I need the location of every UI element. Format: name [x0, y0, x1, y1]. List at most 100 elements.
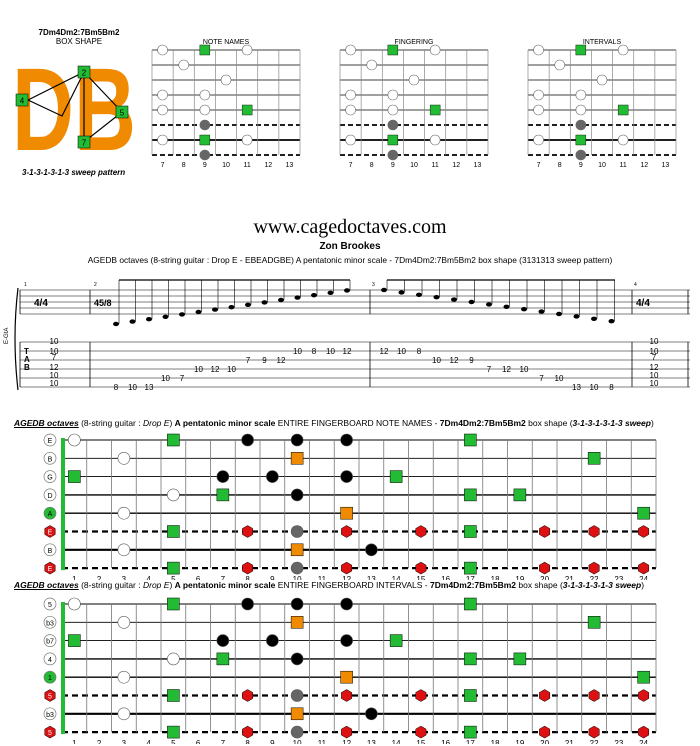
- scale-marker: [513, 652, 527, 666]
- scale-marker: [290, 597, 304, 611]
- mini-fret-number: 11: [244, 162, 251, 169]
- note-head: [245, 302, 251, 307]
- note-head: [212, 307, 218, 312]
- author: Zon Brookes: [319, 241, 381, 252]
- tab-number: 10: [650, 379, 659, 388]
- nut: [61, 602, 65, 735]
- fret-number: 11: [318, 739, 327, 744]
- scale-marker: [242, 725, 254, 739]
- scale-marker: [340, 433, 353, 447]
- tab-number: 8: [417, 347, 422, 356]
- mini-marker: [199, 134, 211, 146]
- tab-number: 10: [50, 337, 59, 346]
- caption-end: ): [641, 580, 645, 590]
- open-string-text: 4: [48, 657, 52, 664]
- scale-marker: [266, 470, 279, 483]
- fret-number: 12: [342, 575, 351, 580]
- fret-number: 17: [466, 739, 475, 744]
- note-head: [468, 299, 475, 305]
- svg-text:5: 5: [120, 109, 125, 118]
- scale-marker: [167, 725, 180, 739]
- mini-fret-number: 10: [410, 162, 418, 169]
- subtitle: AGEDB octaves (8-string guitar : Drop E …: [87, 255, 613, 265]
- fret-number: 13: [367, 739, 376, 744]
- tab-number: 13: [572, 383, 581, 392]
- time-signature: 4/4: [34, 298, 48, 309]
- scale-marker: [539, 725, 551, 739]
- mini-marker: [575, 119, 587, 131]
- fret-number: 7: [221, 575, 226, 580]
- mini-marker: [157, 104, 168, 116]
- fret-number: 5: [171, 575, 176, 580]
- tab-number: 10: [50, 347, 59, 356]
- scale-marker: [539, 525, 551, 538]
- note-head: [278, 297, 284, 303]
- caption-shape: 7Dm4Dm2:7Bm5Bm2: [439, 418, 526, 428]
- open-string-text: 5: [48, 602, 52, 609]
- nut: [61, 438, 65, 571]
- scale-marker: [341, 689, 353, 702]
- caption-after: ): [169, 418, 175, 428]
- tab-number: 8: [609, 383, 614, 392]
- mini-fret-number: 11: [620, 162, 627, 169]
- tab-clef-letter: B: [24, 363, 30, 372]
- scale-marker: [242, 561, 254, 575]
- scale-marker: [167, 597, 180, 611]
- scale-marker: [68, 470, 81, 483]
- fret-number: 8: [245, 575, 250, 580]
- scale-marker: [340, 670, 353, 684]
- open-string-text: 5: [48, 694, 52, 701]
- mini-fret-number: 13: [286, 162, 294, 169]
- tab-number: 7: [180, 374, 185, 383]
- mini-marker: [157, 89, 168, 101]
- scale-marker: [241, 433, 254, 447]
- scale-marker: [638, 561, 650, 575]
- fret-number: 20: [540, 739, 549, 744]
- scale-marker: [290, 488, 304, 502]
- scale-marker: [167, 433, 180, 447]
- open-string-label: B: [43, 451, 57, 465]
- open-string-text: A: [48, 511, 53, 518]
- mini-fret-number: 8: [182, 162, 186, 169]
- mini-marker: [575, 89, 587, 101]
- note-head: [146, 317, 152, 322]
- open-string-text: E: [48, 530, 53, 537]
- mini-fret-number: 9: [203, 162, 207, 169]
- caption-mid: (8-string guitar :: [78, 418, 143, 428]
- scale-marker: [290, 652, 304, 666]
- note-head: [521, 307, 527, 312]
- note-head: [179, 312, 185, 317]
- caption-box: box shape (: [516, 580, 563, 590]
- scale-marker: [216, 488, 230, 502]
- scale-marker: [68, 634, 81, 647]
- site-url: www.cagedoctaves.com: [253, 216, 447, 238]
- tab-number: 10: [520, 365, 529, 374]
- note-head: [398, 290, 405, 295]
- open-string-text: 5: [48, 730, 52, 737]
- scale-marker: [638, 525, 650, 538]
- mini-marker: [387, 44, 399, 56]
- scale-marker: [340, 634, 353, 647]
- note-head: [113, 321, 119, 327]
- fret-number: 23: [614, 739, 623, 744]
- scale-marker: [464, 561, 477, 575]
- scale-marker: [638, 725, 650, 739]
- scale-marker: [341, 561, 353, 575]
- mini-fret-number: 8: [370, 162, 374, 169]
- scale-marker: [242, 525, 254, 538]
- fret-number: 7: [221, 739, 226, 744]
- caption-italic: Drop E: [142, 418, 170, 428]
- mini-marker: [617, 44, 629, 56]
- fret-number: 5: [171, 739, 176, 744]
- caption-box: box shape (: [525, 418, 573, 428]
- caption-end: ): [650, 418, 654, 428]
- note-head: [433, 295, 440, 300]
- mini-marker: [220, 74, 232, 86]
- fret-number: 18: [491, 575, 500, 580]
- mini-diagram-title: INTERVALS: [583, 39, 622, 46]
- tab-number: 12: [380, 347, 389, 356]
- fret-number: 12: [342, 739, 351, 744]
- tab-number: 10: [50, 379, 59, 388]
